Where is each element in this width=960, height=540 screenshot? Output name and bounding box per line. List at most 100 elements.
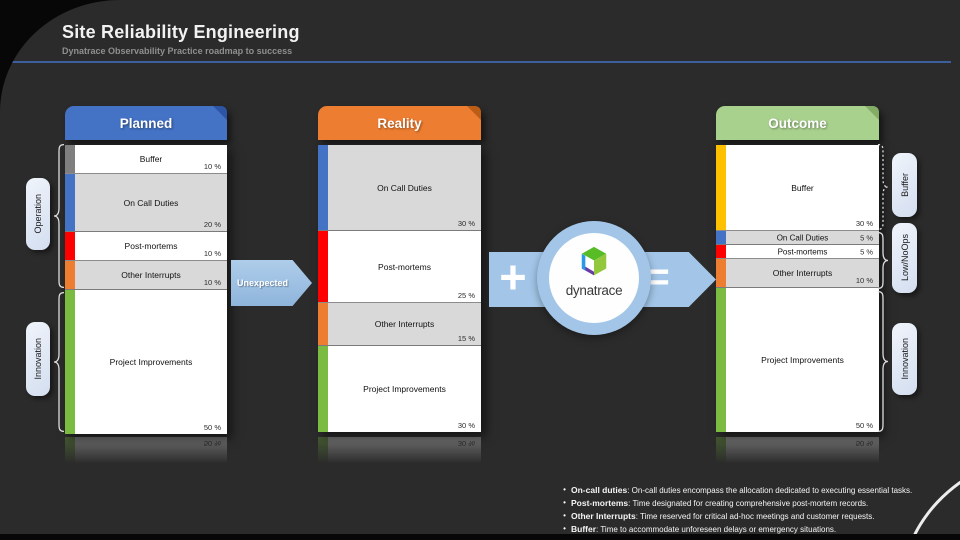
page-title: Site Reliability Engineering bbox=[62, 22, 300, 42]
column-title: Reality bbox=[377, 115, 422, 131]
footnote-line: • Other Interrupts: Time reserved for cr… bbox=[558, 511, 954, 523]
segment-edge bbox=[65, 145, 75, 173]
column-rows: Buffer 30 % On Call Duties 5 % Post-mortems 5… bbox=[716, 145, 879, 432]
segment-percent: 20 % bbox=[203, 220, 221, 229]
segment-project-improvements: Project Improvements 50 % bbox=[716, 288, 879, 432]
footnote-line: • On-call duties: On-call duties encompa… bbox=[558, 485, 954, 497]
footnote-line: • Post-mortems: Time designated for crea… bbox=[558, 498, 954, 510]
segment-post-mortems: Post-mortems 25 % bbox=[318, 231, 481, 303]
segment-percent: 5 % bbox=[860, 233, 873, 242]
segment-post-mortems: Post-mortems 5 % bbox=[716, 245, 879, 259]
segment-percent: 30 % bbox=[457, 421, 475, 430]
segment-percent: 10 % bbox=[203, 278, 221, 287]
dynatrace-wordmark: dynatrace bbox=[565, 283, 623, 298]
segment-percent: 30 % bbox=[457, 219, 475, 228]
group-pill-label: Innovation bbox=[899, 338, 910, 380]
segment-label: Post-mortems bbox=[378, 261, 431, 272]
segment-label: Project Improvements bbox=[363, 384, 446, 394]
group-pill-label: Innovation bbox=[33, 338, 43, 380]
column-header: Outcome bbox=[716, 106, 879, 140]
equals-icon: = bbox=[646, 255, 670, 299]
segment-label: Other Interrupts bbox=[374, 319, 435, 329]
bullet-icon: • bbox=[563, 511, 566, 520]
column-reflection: 50 % bbox=[716, 437, 879, 467]
segment-buffer: Buffer 10 % bbox=[65, 145, 227, 174]
segment-percent: 50 % bbox=[855, 421, 873, 430]
header-divider bbox=[9, 61, 951, 63]
segment-edge bbox=[65, 174, 75, 231]
unexpected-label: Unexpected bbox=[236, 278, 289, 288]
group-pill-low-noops: Low/NoOps bbox=[892, 223, 917, 293]
segment-label: On Call Duties bbox=[377, 182, 432, 193]
segment-edge bbox=[716, 259, 726, 287]
group-pill-operation: Operation bbox=[26, 178, 50, 250]
segment-edge bbox=[318, 231, 328, 302]
segment-percent: 25 % bbox=[457, 291, 475, 300]
folded-corner-icon bbox=[865, 106, 879, 120]
segment-other-interrupts: Other Interrupts 10 % bbox=[65, 261, 227, 290]
segment-edge bbox=[318, 346, 328, 432]
group-pill-label: Buffer bbox=[899, 173, 910, 197]
brace-operation bbox=[53, 143, 65, 293]
segment-on-call-duties: On Call Duties 20 % bbox=[65, 174, 227, 232]
group-pill-innovation-right: Innovation bbox=[892, 323, 917, 395]
footnote-line: • Buffer: Time to accommodate unforeseen… bbox=[558, 524, 954, 534]
segment-label: Buffer bbox=[139, 154, 163, 164]
segment-percent: 30 % bbox=[855, 219, 873, 228]
footnote-text: On-call duties: On-call duties encompass… bbox=[571, 485, 913, 495]
segment-label: On Call Duties bbox=[776, 233, 829, 242]
segment-label: Post-mortems bbox=[777, 247, 828, 256]
column-reality: Reality On Call Duties 30 % Post-mortems 25… bbox=[318, 106, 481, 432]
column-header: Reality bbox=[318, 106, 481, 140]
footnote-text: Other Interrupts: Time reserved for crit… bbox=[571, 511, 875, 521]
segment-percent: 50 % bbox=[203, 423, 221, 432]
column-header: Planned bbox=[65, 106, 227, 140]
segment-project-improvements: Project Improvements 30 % bbox=[318, 346, 481, 432]
segment-percent: 5 % bbox=[860, 247, 873, 256]
segment-label: Project Improvements bbox=[109, 357, 193, 367]
group-pill-label: Low/NoOps bbox=[899, 234, 910, 282]
column-rows: On Call Duties 30 % Post-mortems 25 % Other … bbox=[318, 145, 481, 432]
bullet-icon: • bbox=[563, 524, 566, 533]
footnote-text: Post-mortems: Time designated for creati… bbox=[571, 498, 869, 508]
page-subtitle: Dynatrace Observability Practice roadmap… bbox=[62, 46, 293, 56]
group-pill-innovation-left: Innovation bbox=[26, 322, 50, 396]
brace-buffer bbox=[877, 143, 889, 235]
bullet-icon: • bbox=[563, 498, 566, 507]
segment-label: Buffer bbox=[791, 182, 814, 193]
column-title: Outcome bbox=[768, 115, 827, 131]
segment-edge bbox=[716, 145, 726, 230]
brace-innovation-right bbox=[877, 290, 889, 437]
footnote-text: Buffer: Time to accommodate unforeseen d… bbox=[571, 524, 837, 534]
segment-edge bbox=[716, 245, 726, 258]
folded-corner-icon bbox=[213, 106, 227, 120]
segment-edge bbox=[318, 145, 328, 230]
column-rows: Buffer 10 % On Call Duties 20 % Post-mortems… bbox=[65, 145, 227, 434]
segment-label: Other Interrupts bbox=[121, 270, 181, 280]
segment-percent: 10 % bbox=[203, 249, 221, 258]
segment-edge bbox=[716, 288, 726, 432]
unexpected-arrow: Unexpected bbox=[231, 260, 312, 306]
segment-label: On Call Duties bbox=[123, 197, 179, 208]
segment-edge bbox=[318, 303, 328, 345]
group-pill-buffer: Buffer bbox=[892, 153, 917, 217]
group-pill-label: Operation bbox=[33, 194, 43, 234]
column-reflection: 30 % bbox=[318, 437, 481, 467]
bullet-icon: • bbox=[563, 485, 566, 494]
column-planned: Planned Buffer 10 % On Call Duties 20 % Post… bbox=[65, 106, 227, 434]
folded-corner-icon bbox=[467, 106, 481, 120]
segment-percent: 10 % bbox=[203, 162, 221, 171]
column-reflection: 50 % bbox=[65, 437, 227, 467]
segment-percent: 10 % bbox=[855, 276, 873, 285]
column-title: Planned bbox=[119, 115, 173, 131]
segment-edge bbox=[65, 232, 75, 260]
plus-icon: + bbox=[499, 250, 527, 303]
segment-label: Project Improvements bbox=[761, 355, 844, 365]
dynatrace-cube-icon bbox=[581, 246, 607, 276]
segment-edge bbox=[65, 290, 75, 434]
